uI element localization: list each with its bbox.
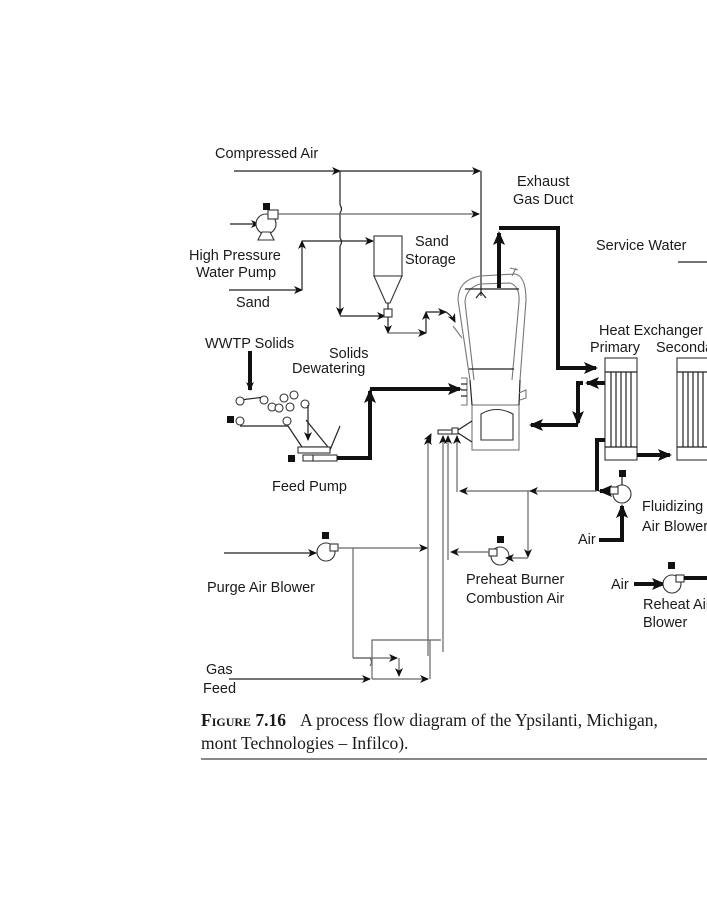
reheat-air-blower (634, 562, 707, 594)
label-compressed-air: Compressed Air (215, 146, 318, 162)
motor-icon (668, 562, 675, 569)
label-exhaust-gas-duct-2: Gas Duct (513, 192, 573, 208)
compressed-air-line (234, 167, 487, 320)
motor-icon (227, 416, 234, 423)
exhaust-gas-duct (493, 226, 598, 374)
label-sand-storage: Sand (415, 234, 449, 250)
label-air-reheat: Air (611, 577, 629, 593)
motor-icon (619, 470, 626, 477)
label-sand-storage-2: Storage (405, 252, 456, 268)
fluid-bed-reactor (452, 267, 527, 451)
label-preheat-burner: Preheat Burner (466, 572, 565, 588)
label-fluidizing-air-blower-2: Air Blower (642, 519, 707, 535)
fluidizing-air-blower (459, 438, 632, 558)
motor-icon (263, 203, 270, 210)
hot-air-return-line (529, 377, 605, 431)
label-solids-dewatering-2: Dewatering (292, 361, 365, 377)
label-feed: Feed (203, 681, 236, 697)
preheat-combustion-air-blower (450, 536, 528, 566)
label-fluidizing-air-blower: Fluidizing (642, 499, 703, 515)
label-sand: Sand (236, 295, 270, 311)
label-air-fluidizing: Air (578, 532, 596, 548)
sand-storage-silo (373, 235, 456, 337)
figure-number: Figure 7.16 (201, 710, 287, 730)
label-hp-water-pump: High Pressure (189, 248, 281, 264)
label-hp-water-pump-2: Water Pump (196, 265, 276, 281)
caption-line-2: mont Technologies – Infilco). (201, 733, 409, 753)
motor-icon (288, 455, 295, 462)
high-pressure-water-pump (230, 203, 480, 241)
label-heat-exchanger: Heat Exchanger (599, 323, 703, 339)
label-exhaust-gas-duct: Exhaust (517, 174, 569, 190)
label-preheat-burner-2: Combustion Air (466, 591, 564, 607)
sand-line (229, 237, 374, 294)
label-solids-dewatering: Solids (329, 346, 369, 362)
feed-pump (288, 383, 462, 462)
label-gas: Gas (206, 662, 233, 678)
belt-press-dewatering (227, 351, 341, 454)
label-secondary: Secondary (656, 340, 707, 356)
label-reheat-air-blower: Reheat Air (643, 597, 707, 613)
label-service-water: Service Water (596, 238, 687, 254)
preheat-burner (423, 420, 473, 656)
purge-air-blower (224, 532, 428, 677)
label-wwtp-solids: WWTP Solids (205, 336, 294, 352)
caption-rule (201, 758, 707, 760)
figure-caption: Figure 7.16 A process flow diagram of the… (201, 709, 707, 755)
gas-feed-line (229, 639, 441, 683)
caption-line-1: A process flow diagram of the Ypsilanti,… (300, 710, 658, 730)
secondary-heat-exchanger (676, 357, 707, 461)
motor-icon (322, 532, 329, 539)
label-purge-air-blower: Purge Air Blower (207, 580, 315, 596)
primary-heat-exchanger (604, 357, 638, 461)
motor-icon (497, 536, 504, 543)
label-primary: Primary (590, 340, 641, 356)
label-feed-pump: Feed Pump (272, 479, 347, 495)
label-reheat-air-blower-2: Blower (643, 615, 687, 631)
